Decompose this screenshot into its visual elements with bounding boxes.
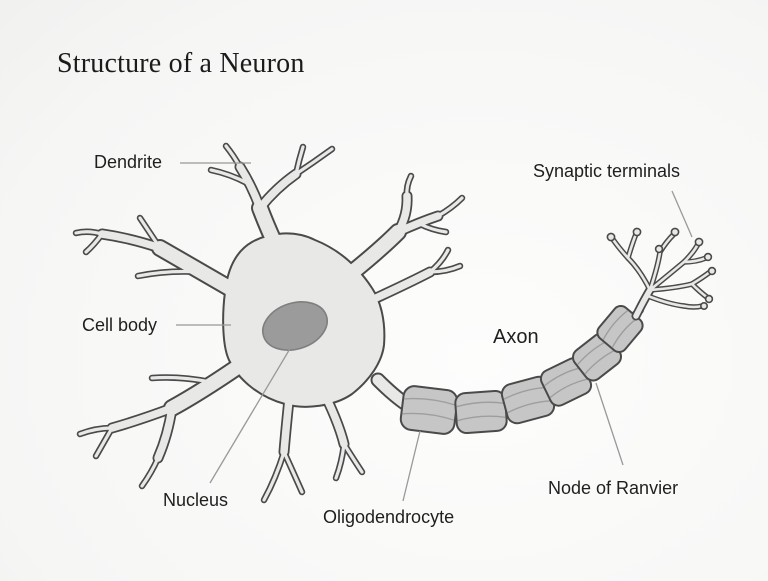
myelin-segment [454, 389, 508, 435]
myelin-segment [399, 385, 459, 435]
page-title: Structure of a Neuron [57, 48, 305, 79]
label-synaptic-terminals: Synaptic terminals [533, 161, 681, 181]
label-oligodendrocyte: Oligodendrocyte [323, 507, 455, 527]
leader-node-of-ranvier [595, 382, 624, 466]
leader-oligodendrocyte [402, 430, 421, 502]
terminal-knobs [606, 227, 717, 310]
label-nucleus: Nucleus [163, 490, 229, 510]
myelin-sheath [399, 305, 644, 435]
leader-lines [176, 162, 693, 502]
label-cell-body: Cell body [82, 315, 158, 335]
label-axon: Axon [493, 326, 539, 348]
label-dendrite: Dendrite [94, 152, 163, 172]
myelin-segment [596, 305, 644, 353]
leader-synaptic-terminals [671, 190, 693, 238]
nucleus-shape [262, 301, 328, 351]
label-node-of-ranvier: Node of Ranvier [548, 478, 679, 498]
leader-nucleus [209, 346, 292, 484]
